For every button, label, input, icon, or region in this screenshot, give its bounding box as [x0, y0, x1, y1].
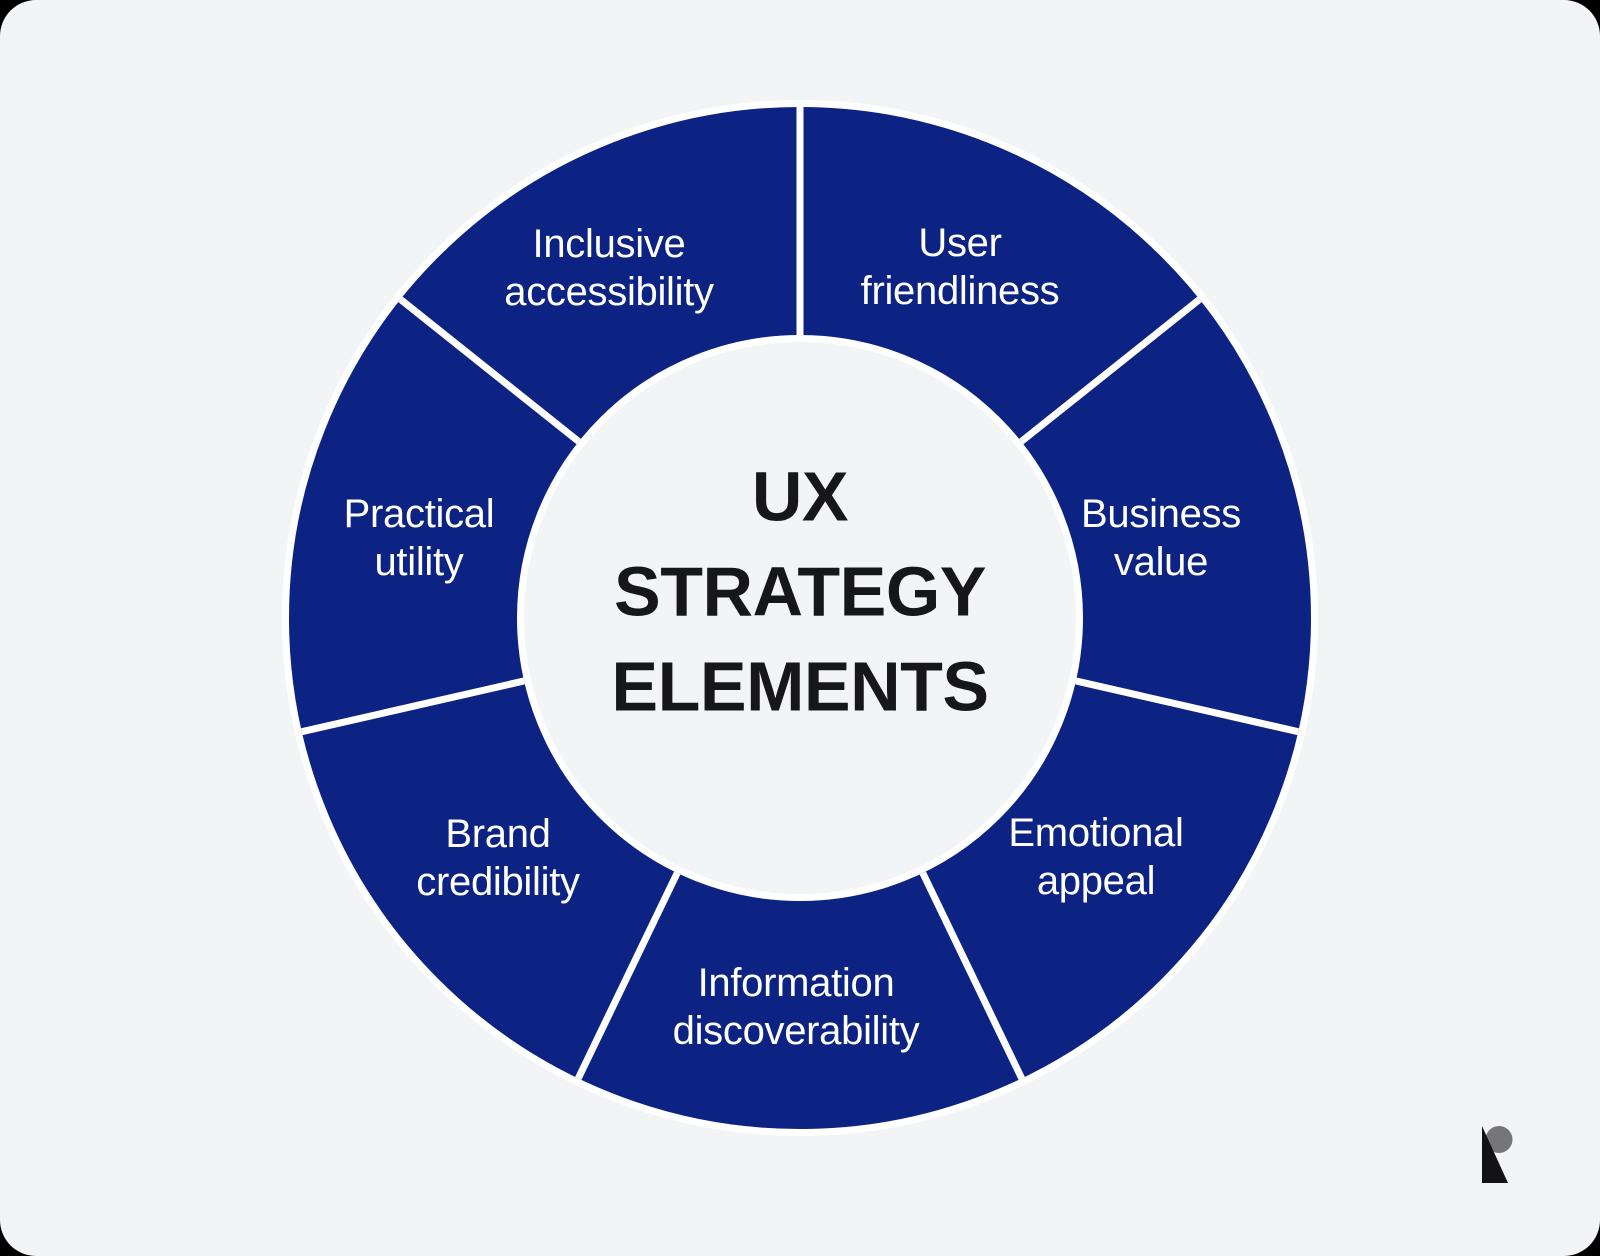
- diagram-title: UX STRATEGY ELEMENTS: [611, 450, 989, 735]
- r-logo-icon: [1482, 1126, 1513, 1183]
- segment-label-line: Business: [1081, 492, 1241, 536]
- diagram-title-line: STRATEGY: [614, 552, 986, 631]
- segment-label-line: appeal: [1036, 859, 1156, 903]
- segment-label-line: User: [918, 221, 1002, 265]
- segment-label-line: value: [1113, 540, 1209, 584]
- segment-label-brand-credibility: Brand credibility: [416, 810, 580, 906]
- segment-label-emotional-appeal: Emotional appeal: [1008, 809, 1183, 905]
- segment-divider: [919, 871, 1025, 1080]
- segment-label-line: Emotional: [1008, 811, 1184, 855]
- segment-label-line: Brand: [445, 812, 551, 856]
- segment-label-line: utility: [374, 540, 464, 584]
- segment-label-inclusive-accessibility: Inclusive accessibility: [504, 220, 714, 316]
- segment-label-line: discoverability: [672, 1009, 920, 1053]
- segment-label-user-friendliness: User friendliness: [861, 219, 1060, 315]
- segment-divider: [575, 871, 681, 1080]
- segment-label-line: credibility: [416, 860, 580, 904]
- diagram-title-line: ELEMENTS: [611, 647, 989, 726]
- segment-label-line: friendliness: [860, 269, 1060, 313]
- segment-label-business-value: Business value: [1081, 490, 1241, 586]
- segment-label-information-discoverability: Information discoverability: [673, 959, 920, 1055]
- segment-label-line: Information: [697, 961, 895, 1005]
- r-logo-stem: [1482, 1126, 1508, 1183]
- segment-label-line: Practical: [343, 492, 495, 536]
- segment-divider: [1075, 677, 1299, 736]
- segment-divider: [398, 296, 581, 445]
- segment-label-practical-utility: Practical utility: [344, 490, 495, 586]
- segment-label-line: accessibility: [504, 270, 714, 314]
- segment-label-line: Inclusive: [532, 222, 686, 266]
- r-logo-bowl: [1485, 1126, 1513, 1153]
- donut-ring-layer: [282, 100, 1318, 1136]
- segment-divider: [301, 677, 525, 736]
- segment-divider: [1019, 296, 1202, 445]
- diagram-title-line: UX: [751, 457, 849, 536]
